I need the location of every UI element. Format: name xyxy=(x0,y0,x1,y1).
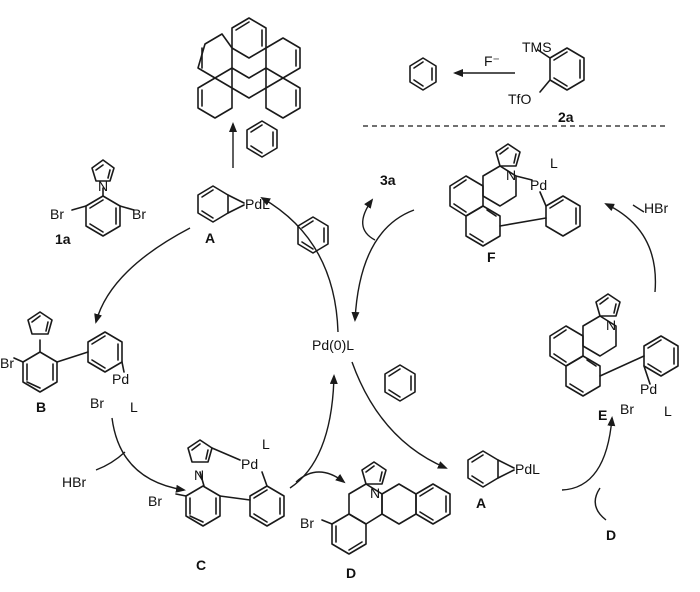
E-id: E xyxy=(598,407,607,423)
A-right-pdl: PdL xyxy=(515,461,540,477)
hbr-branch-right xyxy=(632,204,645,213)
Pd0-to-A-right-arrow xyxy=(351,361,448,469)
benzyne-reagent-right xyxy=(384,364,416,402)
intermediate-F xyxy=(449,143,581,247)
intermediate-A-top xyxy=(197,185,245,223)
C-pd-label: Pd xyxy=(241,456,258,472)
B-l-label: L xyxy=(130,399,138,415)
precursor-id: 2a xyxy=(558,109,574,125)
fluoride-label: F⁻ xyxy=(484,53,500,69)
catalyst-label: Pd(0)L xyxy=(312,337,354,353)
1a-br-right: Br xyxy=(132,206,146,222)
benzyne-reagent-cycle xyxy=(297,216,329,254)
F-pd-label: Pd xyxy=(530,177,547,193)
B-pd-label: Pd xyxy=(112,371,129,387)
A-top-pdl: PdL xyxy=(245,196,270,212)
tms-label: TMS xyxy=(522,39,552,55)
C-l-label: L xyxy=(262,436,270,452)
benzyne-generated xyxy=(409,57,437,91)
triphenylene-product xyxy=(197,17,301,119)
product-D xyxy=(321,461,451,555)
intermediate-C xyxy=(175,439,285,527)
D-in-label: D xyxy=(606,527,616,543)
1a-id: 1a xyxy=(55,231,71,247)
E-l-label: L xyxy=(664,403,672,419)
B-br-label: Br xyxy=(0,355,14,371)
3a-label: 3a xyxy=(380,172,396,188)
1a-br-left: Br xyxy=(50,206,64,222)
C-br-label: Br xyxy=(148,493,162,509)
precursor-2a xyxy=(537,47,585,93)
B-br-on-pd: Br xyxy=(90,395,104,411)
D-id: D xyxy=(346,565,356,581)
A-right-id: A xyxy=(476,495,486,511)
hbr-left: HBr xyxy=(62,474,86,490)
D-n-label: N xyxy=(370,485,380,501)
3a-release-arrow xyxy=(362,198,376,241)
F-to-Pd0-arrow xyxy=(351,209,415,322)
C-id: C xyxy=(196,557,206,573)
1a-n-label: N xyxy=(98,178,108,194)
F-n-label: N xyxy=(506,167,516,183)
E-br-label: Br xyxy=(620,401,634,417)
C-n-label: N xyxy=(194,467,204,483)
B-to-C-arrow xyxy=(111,417,186,493)
A-top-id: A xyxy=(205,230,215,246)
intermediate-A-right xyxy=(467,450,515,488)
B-id: B xyxy=(36,399,46,415)
F-id: F xyxy=(487,249,496,265)
Pd0-to-A-arrow xyxy=(260,197,339,333)
A-to-B-arrow xyxy=(94,227,191,324)
intermediate-B xyxy=(13,311,125,393)
intermediate-E xyxy=(549,293,679,397)
otf-label: TfO xyxy=(508,91,531,107)
hbr-right: HBr xyxy=(644,200,668,216)
C-to-D-arrow xyxy=(295,471,346,484)
A-to-E-arrow xyxy=(561,416,616,491)
D-incoming-arrow xyxy=(594,487,607,521)
starting-material-1a xyxy=(71,159,135,237)
E-n-label: N xyxy=(606,317,616,333)
C-to-Pd0-arrow xyxy=(289,374,338,489)
hbr-branch-left xyxy=(95,451,126,471)
E-pd-label: Pd xyxy=(640,381,657,397)
F-l-label: L xyxy=(550,155,558,171)
D-br-label: Br xyxy=(300,515,314,531)
E-to-F-arrow xyxy=(604,203,657,293)
benzyne-reagent-top xyxy=(246,120,278,158)
